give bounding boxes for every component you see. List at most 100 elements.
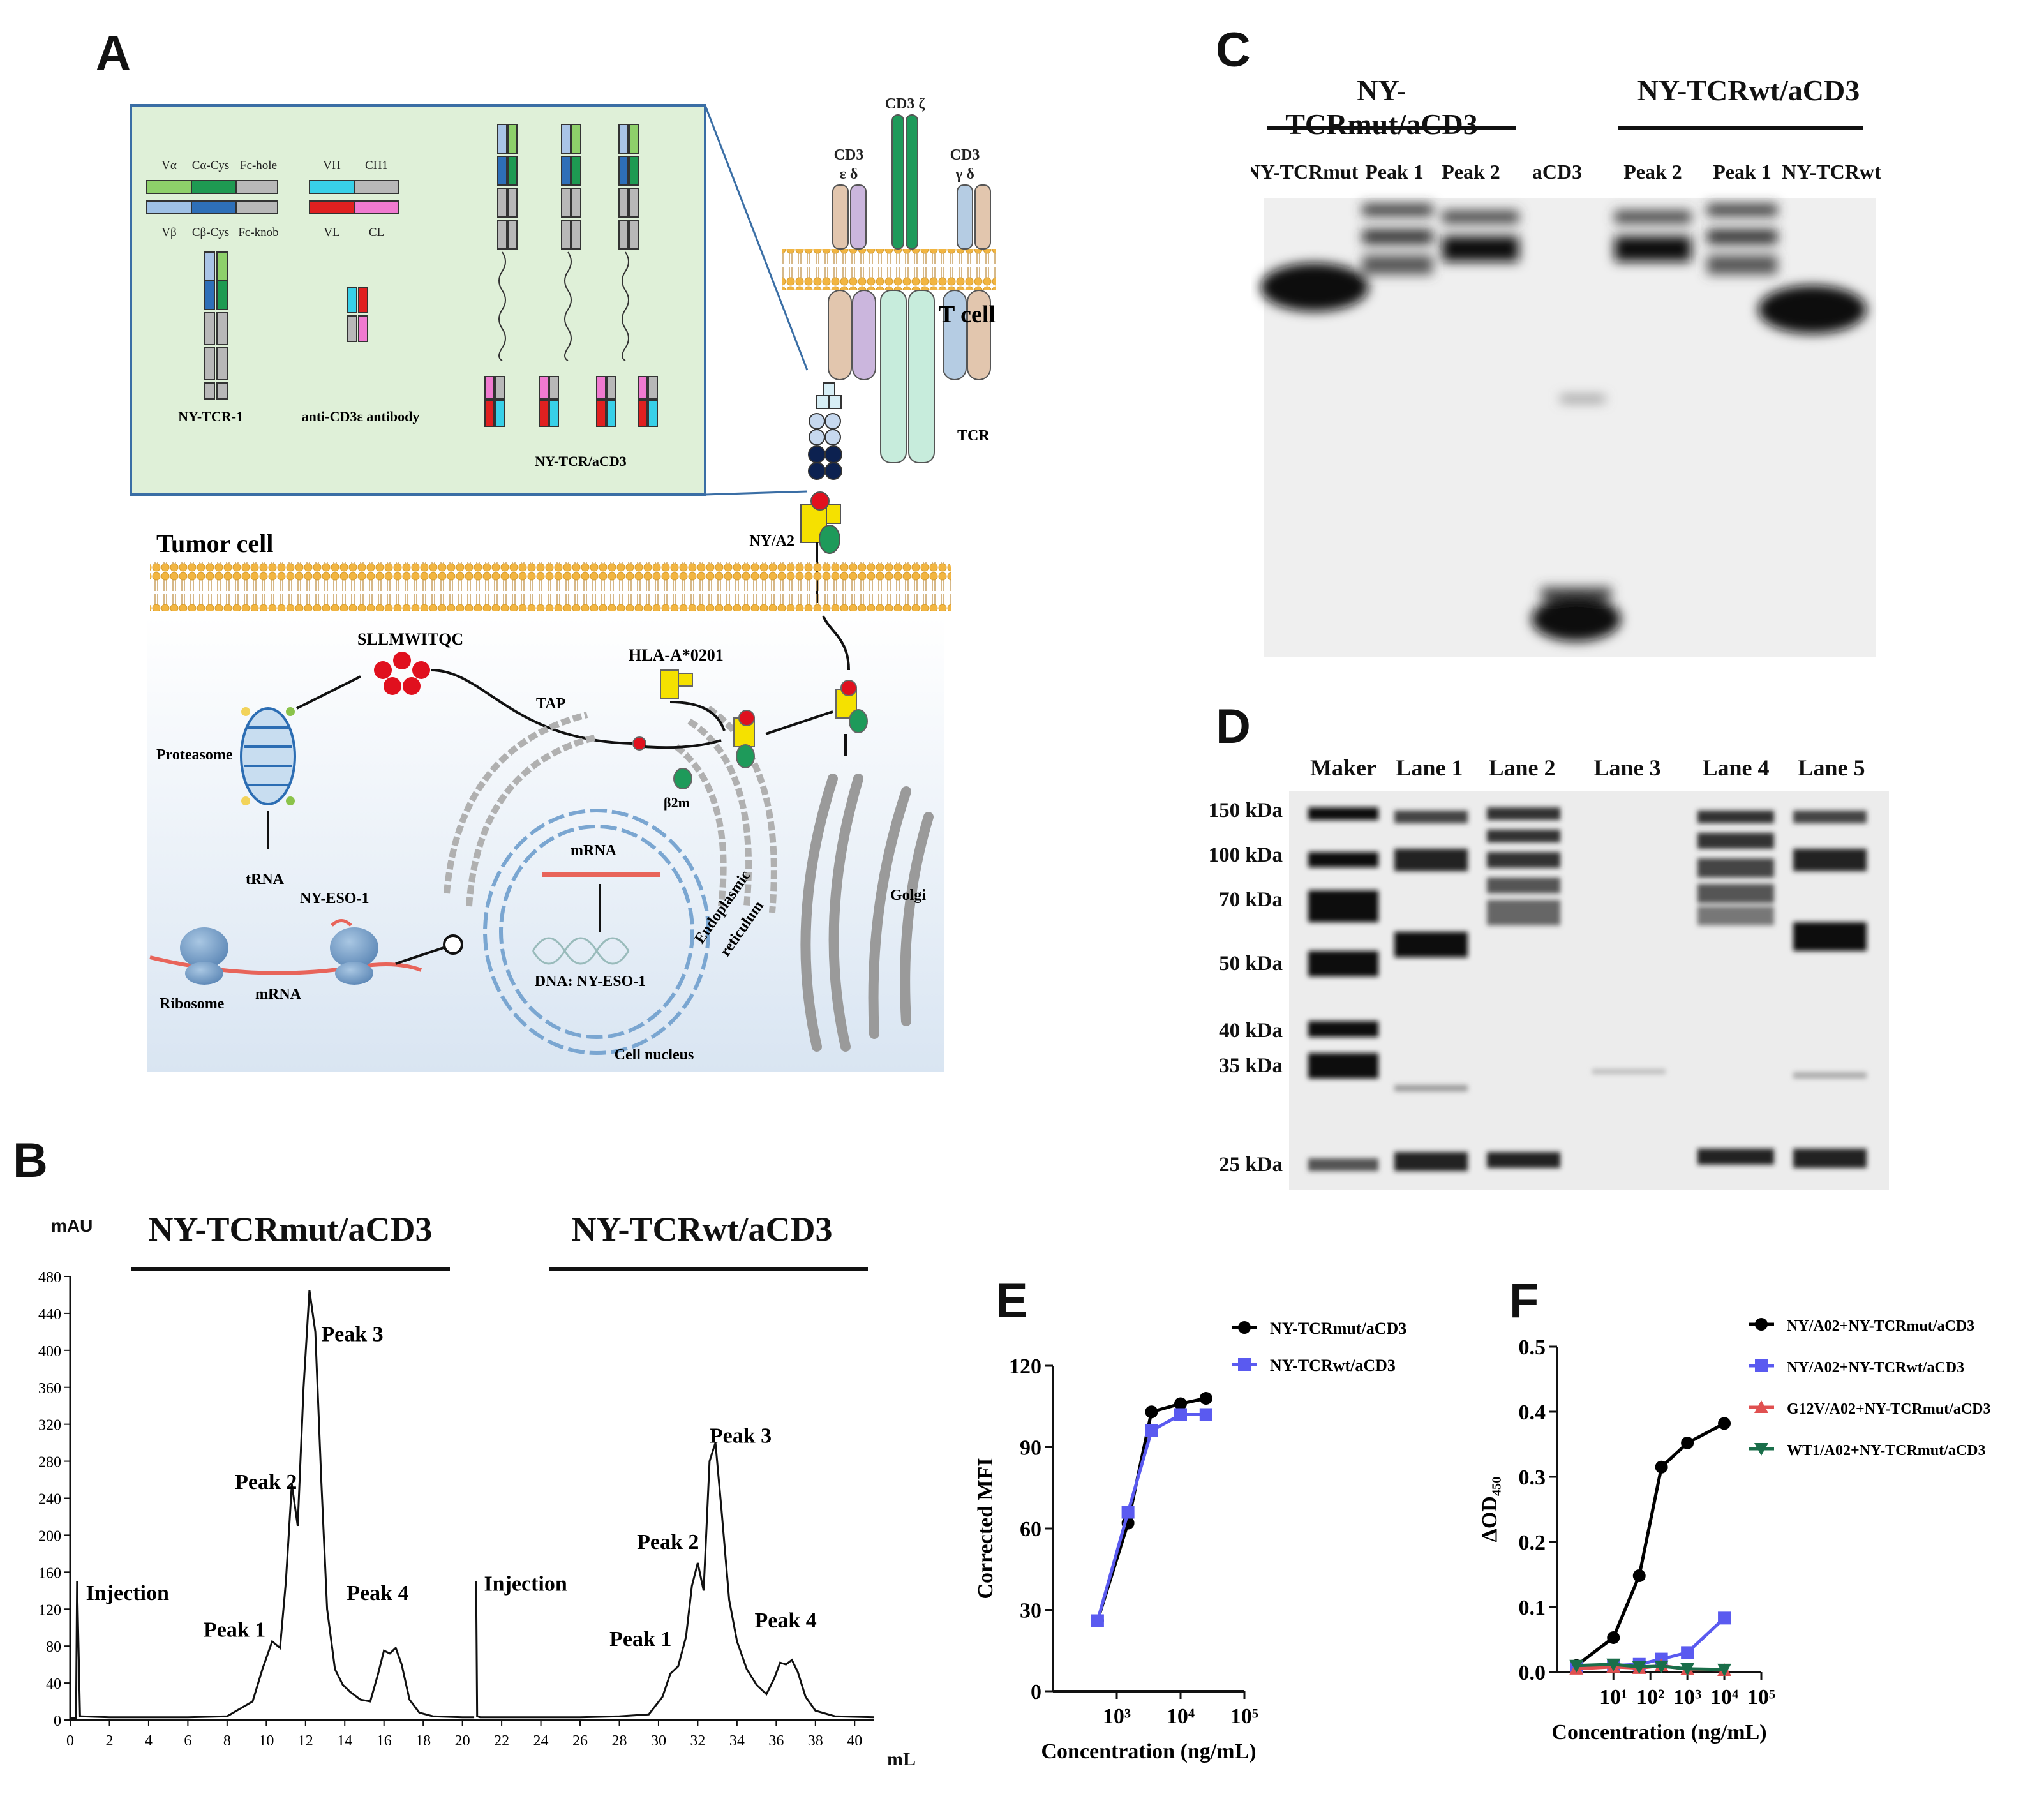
chart-e-series-1-point [1174, 1397, 1187, 1410]
chart-b-ytick-label: 280 [38, 1454, 61, 1471]
chart-b-peak4-a: Peak 4 [347, 1581, 408, 1605]
anti-cd3-fab [347, 287, 368, 342]
chart-e-series-2-point [1174, 1408, 1187, 1421]
gel-c-lane-1: NY-TCRmut [1251, 160, 1359, 183]
chart-e-series-2-point [1091, 1614, 1104, 1627]
chart-e-series-1-point [1145, 1405, 1158, 1419]
golgi [800, 774, 934, 1052]
chart-f-series-4-point [1680, 1663, 1695, 1676]
label-ribosome: Ribosome [160, 996, 225, 1012]
chart-f-ytick-label: 0.0 [1519, 1661, 1546, 1685]
marker-50: 50 kDa [1219, 952, 1283, 975]
chart-f-series-1-point [1655, 1460, 1668, 1474]
chart-b-xtick-label: 6 [184, 1733, 191, 1749]
ny-tcr-acd3-molecules [484, 124, 658, 427]
chart-b-peak3-a: Peak 3 [321, 1322, 383, 1346]
chart-f-legend-label-2: NY/A02+NY-TCRwt/aCD3 [1787, 1359, 1964, 1376]
marker-70: 70 kDa [1219, 888, 1283, 911]
chart-b-injection-1: Injection [86, 1581, 169, 1605]
chart-f-ytick-label: 0.4 [1519, 1401, 1546, 1424]
label-vb: Vβ [161, 226, 176, 239]
chart-b-ytick-label: 40 [46, 1676, 61, 1693]
label-mrna-nucleus: mRNA [571, 842, 617, 859]
chart-b-xtick-label: 20 [455, 1733, 470, 1749]
chart-f-series-1-line [1575, 1422, 1726, 1667]
label-peptide: SLLMWITQC [357, 630, 463, 648]
ribosome-1 [180, 927, 228, 968]
label-fc-knob: Fc-knob [238, 226, 278, 239]
chart-b-group-right: NY-TCRwt/aCD3 [571, 1210, 833, 1248]
chart-b-ytick-label: 160 [38, 1565, 61, 1581]
chart-e-series-1-point [1199, 1392, 1212, 1405]
chart-f-xtick-label: 10⁴ [1710, 1686, 1738, 1709]
gel-c-lane-6: Peak 1 [1713, 160, 1772, 183]
chart-e-ytick-label: 0 [1031, 1680, 1041, 1704]
chart-f-series-4-point [1654, 1660, 1669, 1673]
chart-f-series-2-point [1718, 1611, 1731, 1625]
chart-b-xlabel: mL [887, 1749, 916, 1770]
chart-e-ytick-label: 30 [1020, 1599, 1041, 1623]
chart-f-ytick-label: 0.2 [1519, 1531, 1546, 1555]
chart-b-ytick-label: 360 [38, 1380, 61, 1397]
marker-100: 100 kDa [1209, 844, 1283, 867]
chart-b-xtick-label: 36 [768, 1733, 784, 1749]
chart-b-peak2-a: Peak 2 [235, 1470, 297, 1494]
chart-b-xtick-label: 28 [611, 1733, 627, 1749]
gel-c-lane-3: Peak 2 [1442, 160, 1500, 183]
chart-f-legend-label-4: WT1/A02+NY-TCRmut/aCD3 [1787, 1442, 1985, 1459]
chart-e-ylabel: Corrected MFI [976, 1458, 997, 1599]
panel-f-label: F [1509, 1274, 1539, 1328]
label-tap: TAP [536, 696, 565, 712]
tumor-membrane [150, 562, 951, 611]
label-anti-cd3: anti-CD3ε antibody [302, 408, 420, 424]
chart-f-legend-marker-4 [1754, 1443, 1768, 1456]
label-mrna: mRNA [255, 986, 302, 1003]
marker-35: 35 kDa [1219, 1054, 1283, 1077]
label-cd3-right-sub: γ δ [955, 166, 974, 183]
chart-b-xtick-label: 10 [258, 1733, 274, 1749]
panel-c-group-left: NY-TCRmut/aCD3 [1285, 74, 1478, 140]
chart-b-xtick-label: 40 [847, 1733, 862, 1749]
panel-e-label: E [996, 1274, 1028, 1328]
chart-b-xtick-label: 4 [145, 1733, 153, 1749]
domain-legend [146, 180, 399, 214]
chart-b-bracket-right [549, 1267, 868, 1271]
label-hla: HLA-A*0201 [629, 646, 724, 664]
label-cd3-zeta: CD3 ζ [885, 96, 926, 112]
chart-f-ytick-label: 0.1 [1519, 1596, 1546, 1620]
chart-e-series-2-point [1121, 1506, 1135, 1519]
label-tumor-cell: Tumor cell [156, 529, 273, 558]
chart-e-ytick-label: 60 [1020, 1518, 1041, 1541]
panel-b-label: B [13, 1133, 48, 1188]
panel-c-bracket-right [1618, 126, 1863, 130]
chart-e-legend-marker-1 [1238, 1321, 1251, 1334]
gel-c-lane-5: Peak 2 [1623, 160, 1682, 183]
chart-b-group-left: NY-TCRmut/aCD3 [148, 1210, 433, 1248]
marker-150: 150 kDa [1209, 799, 1283, 822]
chart-b-ytick-label: 480 [38, 1269, 61, 1286]
label-ch1: CH1 [365, 159, 388, 172]
gel-c-lane-4: aCD3 [1532, 160, 1582, 183]
chart-b-xtick-label: 26 [572, 1733, 588, 1749]
chart-b-ytick-label: 440 [38, 1306, 61, 1323]
chart-b-injection-2: Injection [484, 1572, 567, 1596]
chart-b-xtick-label: 32 [690, 1733, 705, 1749]
panel-c-group-right: NY-TCRwt/aCD3 [1637, 74, 1860, 107]
golgi-pmhc [835, 680, 868, 733]
label-va: Vα [161, 159, 177, 172]
chart-f-series-4-point [1717, 1663, 1732, 1677]
chart-e-legend-label-1: NY-TCRmut/aCD3 [1270, 1319, 1406, 1338]
label-trna: tRNA [246, 871, 285, 888]
chart-b-peak4-b: Peak 4 [755, 1609, 817, 1633]
chart-b-xtick-label: 18 [415, 1733, 431, 1749]
chart-e-ytick-label: 120 [1009, 1355, 1041, 1379]
label-cl: CL [369, 226, 384, 239]
label-fc-hole: Fc-hole [240, 159, 277, 172]
panel-c-gel: NY-TCRmut Peak 1 Peak 2 aCD3 Peak 2 Peak… [1251, 160, 1881, 657]
chart-f-xtick-label: 10² [1636, 1686, 1664, 1709]
chart-f-xtick-label: 10¹ [1599, 1686, 1627, 1709]
label-ny-eso-1: NY-ESO-1 [300, 890, 369, 907]
chart-f-series-1-point [1607, 1631, 1620, 1644]
chart-b-ytick-label: 320 [38, 1417, 61, 1434]
